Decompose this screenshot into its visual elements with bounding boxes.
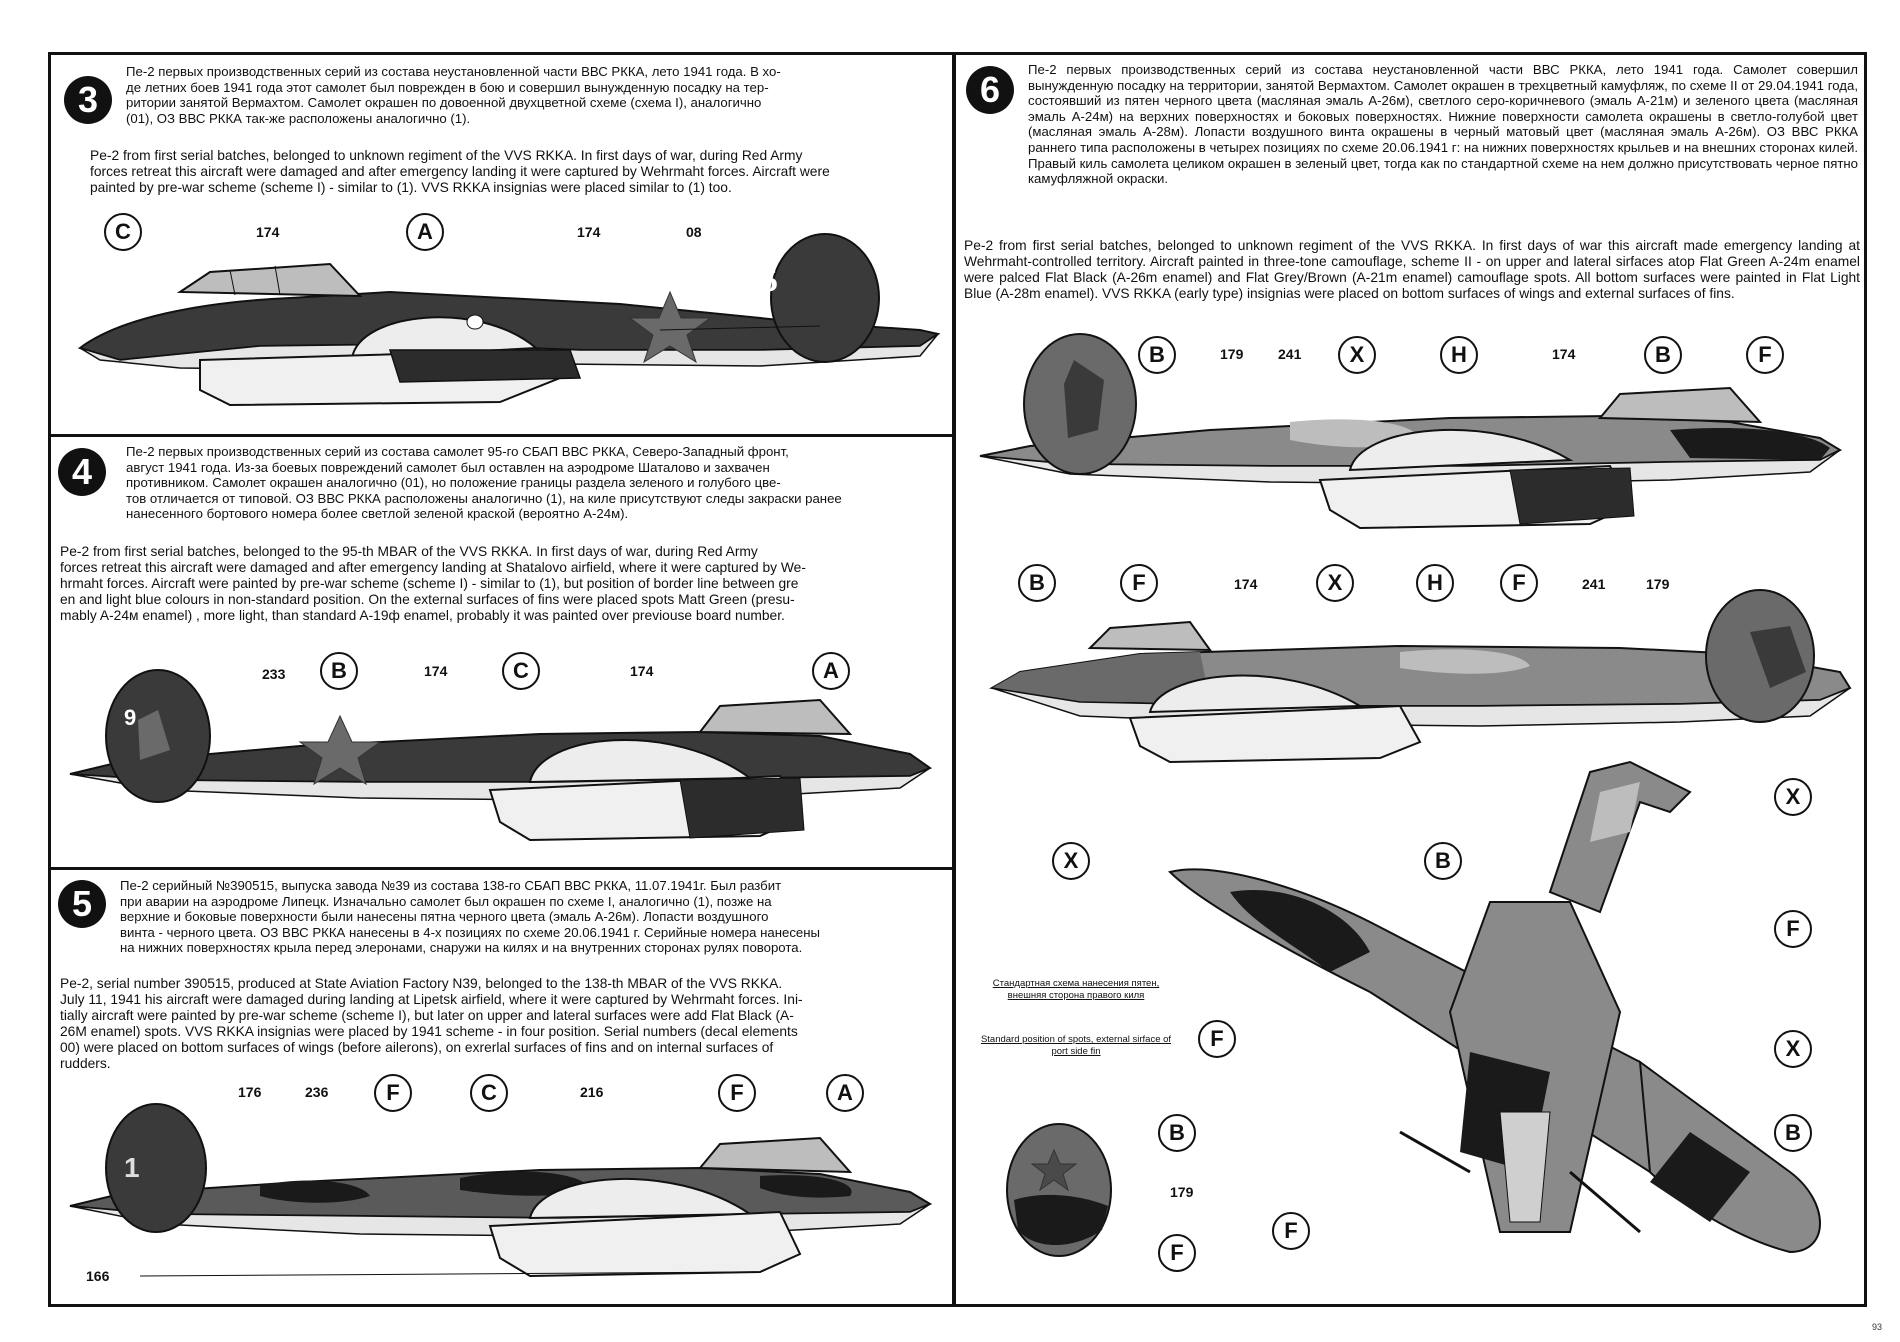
label-241-b: 241 [1582, 576, 1606, 592]
label-179-b: 179 [1646, 576, 1670, 592]
callout-f-6f: F [1272, 1212, 1310, 1250]
callout-b-6e: B [1774, 1114, 1812, 1152]
panel-4-text-ru: Пе-2 первых производственных серий из со… [126, 444, 842, 522]
label-174-a: 174 [256, 224, 280, 240]
page-number: 93 [1871, 1322, 1882, 1332]
callout-f-6c: F [1500, 564, 1538, 602]
label-179-fin: 179 [1170, 1184, 1194, 1200]
label-216: 216 [580, 1084, 604, 1100]
tail-number-4: 9 [124, 705, 137, 730]
callout-f-5b: F [718, 1074, 756, 1112]
label-174-b: 174 [577, 224, 601, 240]
callout-b-6b: B [1644, 336, 1682, 374]
label-236: 236 [305, 1084, 329, 1100]
callout-f-6e: F [1198, 1020, 1236, 1058]
tail-number-5: 1 [124, 1152, 140, 1183]
label-08: 08 [686, 224, 702, 240]
callout-b-6d: B [1424, 842, 1462, 880]
aircraft-side-view-3 [77, 233, 941, 407]
callout-c-5: C [470, 1074, 508, 1112]
fin-legend-en: Standard position of spots, external sir… [980, 1034, 1172, 1057]
callout-x-6b: X [1316, 564, 1354, 602]
callout-a-5: A [826, 1074, 864, 1112]
callout-f-6b: F [1120, 564, 1158, 602]
callout-b-4: B [320, 652, 358, 690]
aircraft-side-view-6a [979, 333, 1843, 530]
label-233: 233 [262, 666, 286, 682]
aircraft-side-view-4 [69, 669, 933, 842]
label-241-a: 241 [1278, 346, 1302, 362]
aircraft-side-view-6b [989, 589, 1852, 764]
label-179-a: 179 [1220, 346, 1244, 362]
panel-3-text-en: Pe-2 from first serial batches, belonged… [90, 148, 830, 195]
label-174-e: 174 [1552, 346, 1576, 362]
callout-h-6a: H [1440, 336, 1478, 374]
label-174-d: 174 [630, 663, 654, 679]
column-divider [952, 52, 956, 1307]
callout-f-5a: F [374, 1074, 412, 1112]
panel-number-5: 5 [58, 880, 106, 928]
panel-6-text-en: Pe-2 from first serial batches, belonged… [964, 238, 1860, 301]
label-166: 166 [86, 1268, 110, 1284]
panel-divider-4-5 [48, 867, 955, 870]
aircraft-plan-view-6 [1168, 760, 1821, 1254]
callout-c-3: C [104, 213, 142, 251]
callout-x-6c: X [1052, 842, 1090, 880]
callout-a-3: A [406, 213, 444, 251]
label-174-c: 174 [424, 663, 448, 679]
panel-3-text-ru: Пе-2 первых производственных серий из со… [126, 64, 781, 126]
panel-5-text-ru: Пе-2 серийный №390515, выпуска завода №3… [120, 878, 821, 956]
callout-a-4: A [812, 652, 850, 690]
panel-number-6: 6 [966, 66, 1014, 114]
label-174-f: 174 [1234, 576, 1258, 592]
panel-number-4: 4 [58, 448, 106, 496]
callout-h-6b: H [1416, 564, 1454, 602]
panel-6-text-ru: Пе-2 первых производственных серий из со… [1028, 62, 1858, 187]
panel-5-text-en: Pe-2, serial number 390515, produced at … [60, 976, 803, 1071]
label-176: 176 [238, 1084, 262, 1100]
callout-f-6d: F [1774, 910, 1812, 948]
callout-b-fin: B [1158, 1114, 1196, 1152]
fin-legend-ru: Стандартная схема нанесения пятен, внешн… [992, 978, 1160, 1001]
panel-number-3: 3 [64, 76, 112, 124]
callout-x-6d: X [1774, 778, 1812, 816]
callout-b-6c: B [1018, 564, 1056, 602]
aircraft-side-view-5 [69, 1103, 933, 1278]
callout-x-6a: X [1338, 336, 1376, 374]
panel-divider-3-4 [48, 434, 955, 437]
panel-4-text-en: Pe-2 from first serial batches, belonged… [60, 544, 806, 623]
callout-x-6e: X [1774, 1030, 1812, 1068]
fin-detail-6 [1006, 1123, 1112, 1257]
tail-number-3: 15 [744, 262, 778, 299]
callout-f-fin: F [1158, 1234, 1196, 1272]
callout-f-6a: F [1746, 336, 1784, 374]
callout-c-4: C [502, 652, 540, 690]
callout-b-6a: B [1138, 336, 1176, 374]
